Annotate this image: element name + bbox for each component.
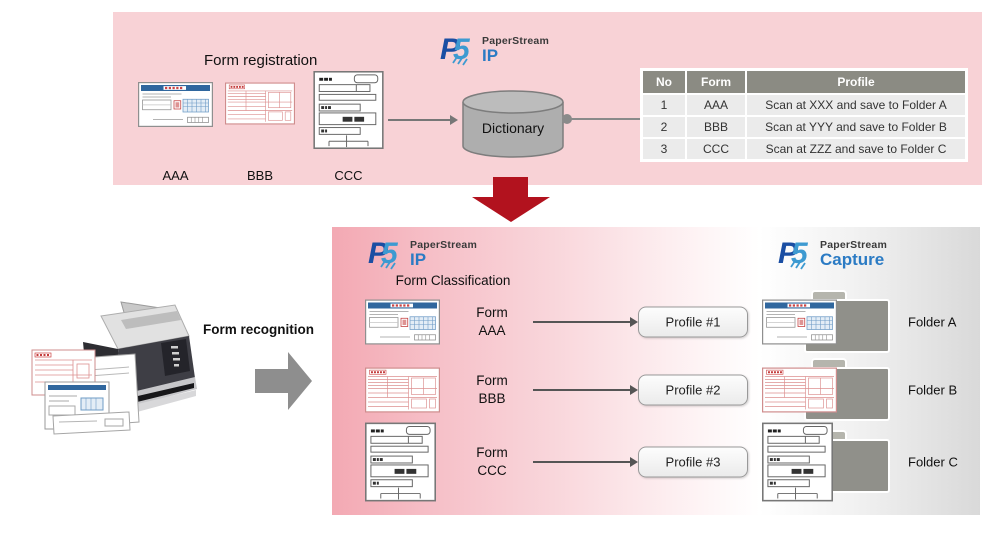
folder-a-group bbox=[762, 290, 890, 354]
profile-3-button: Profile #3 bbox=[638, 446, 748, 478]
folder-b-group bbox=[762, 358, 890, 422]
form-code: CCC bbox=[477, 463, 507, 478]
form-aaa-thumbnail bbox=[365, 299, 440, 345]
logo-brand: PaperStream bbox=[410, 239, 477, 251]
logo-brand: PaperStream bbox=[482, 35, 549, 47]
ps-logo-icon bbox=[368, 237, 400, 271]
form-classification-title: Form Classification bbox=[395, 273, 511, 288]
cell-form: BBB bbox=[687, 117, 745, 137]
paperstream-ip-logo: PaperStream IP bbox=[440, 33, 549, 67]
header-profile: Profile bbox=[747, 71, 965, 93]
form-ccc-label: CCC bbox=[334, 168, 363, 183]
form-aaa-label: AAA bbox=[162, 168, 189, 183]
form-registration-title: Form registration bbox=[204, 52, 318, 69]
registration-panel: PaperStream IP Form registration AAA BBB… bbox=[113, 12, 982, 185]
form-name-label: Form BBB bbox=[460, 372, 524, 408]
form-to-profile-arrow bbox=[533, 317, 638, 327]
document-scanner-icon bbox=[31, 301, 197, 435]
cell-form: CCC bbox=[687, 139, 745, 159]
form-bbb-thumbnail bbox=[365, 367, 440, 413]
form-aaa-thumbnail bbox=[762, 299, 837, 345]
logo-brand: PaperStream bbox=[820, 239, 887, 251]
form-code: BBB bbox=[478, 391, 506, 406]
table-header-row: No Form Profile bbox=[643, 71, 965, 93]
profile-mapping-table: No Form Profile 1 AAA Scan at XXX and sa… bbox=[640, 68, 968, 162]
cell-form: AAA bbox=[687, 95, 745, 115]
ps-logo-icon bbox=[778, 237, 810, 271]
table-row: 1 AAA Scan at XXX and save to Folder A bbox=[643, 95, 965, 115]
form-name-label: Form AAA bbox=[460, 304, 524, 340]
cell-no: 2 bbox=[643, 117, 685, 137]
form-bbb-thumbnail bbox=[225, 82, 295, 125]
form-word: Form bbox=[476, 445, 508, 461]
dictionary-database-icon: Dictionary bbox=[462, 90, 564, 158]
paperstream-capture-logo: PaperStream Capture bbox=[778, 237, 887, 271]
down-arrow-icon bbox=[472, 177, 550, 222]
form-recognition-label: Form recognition bbox=[203, 322, 314, 337]
logo-product: IP bbox=[482, 46, 499, 65]
logo-product: IP bbox=[410, 250, 427, 269]
dictionary-label: Dictionary bbox=[482, 120, 544, 136]
form-aaa-thumbnail bbox=[138, 82, 213, 127]
ps-logo-icon bbox=[440, 33, 472, 67]
form-bbb-label: BBB bbox=[246, 168, 273, 183]
right-arrow-icon bbox=[255, 352, 312, 410]
table-row: 2 BBB Scan at YYY and save to Folder B bbox=[643, 117, 965, 137]
paperstream-ip-logo: PaperStream IP bbox=[368, 237, 477, 271]
folder-b-label: Folder B bbox=[908, 382, 958, 398]
form-to-profile-arrow bbox=[533, 385, 638, 395]
form-ccc-thumbnail bbox=[313, 71, 384, 149]
header-no: No bbox=[643, 71, 685, 93]
form-code: AAA bbox=[478, 323, 506, 338]
classification-panel: PaperStream IP Form Classification Paper… bbox=[332, 227, 980, 515]
profile-1-button: Profile #1 bbox=[638, 306, 748, 338]
profile-2-button: Profile #2 bbox=[638, 374, 748, 406]
cell-profile: Scan at XXX and save to Folder A bbox=[747, 95, 965, 115]
form-word: Form bbox=[476, 305, 508, 321]
folder-a-label: Folder A bbox=[908, 314, 957, 330]
header-form: Form bbox=[687, 71, 745, 93]
table-row: 3 CCC Scan at ZZZ and save to Folder C bbox=[643, 139, 965, 159]
form-to-profile-arrow bbox=[533, 457, 638, 467]
form-ccc-thumbnail bbox=[365, 422, 436, 502]
form-ccc-thumbnail bbox=[762, 422, 833, 502]
form-word: Form bbox=[476, 373, 508, 389]
folder-c-group bbox=[762, 422, 890, 502]
dictionary-to-table-connector bbox=[562, 114, 640, 124]
cell-no: 3 bbox=[643, 139, 685, 159]
logo-product: Capture bbox=[820, 250, 885, 269]
form-name-label: Form CCC bbox=[460, 444, 524, 480]
cell-no: 1 bbox=[643, 95, 685, 115]
forms-to-dictionary-arrow bbox=[388, 115, 458, 125]
folder-c-label: Folder C bbox=[908, 454, 958, 470]
scanned-paper-stack bbox=[31, 349, 140, 435]
cell-profile: Scan at ZZZ and save to Folder C bbox=[747, 139, 965, 159]
cell-profile: Scan at YYY and save to Folder B bbox=[747, 117, 965, 137]
form-bbb-thumbnail bbox=[762, 367, 837, 413]
